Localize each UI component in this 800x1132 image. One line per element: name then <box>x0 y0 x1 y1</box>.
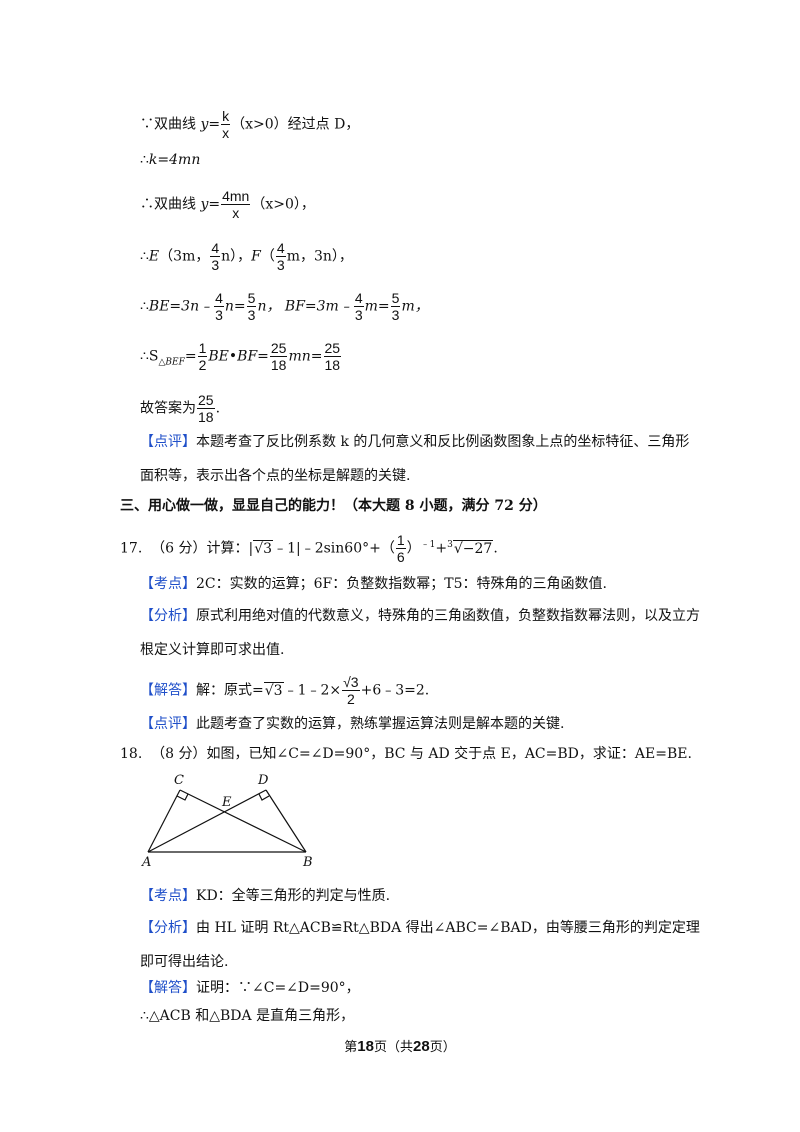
segment-ad <box>147 789 267 853</box>
triangle-figure: A B C D E <box>141 773 313 870</box>
right-angle-c <box>176 793 189 801</box>
review-q17: 【点评】此题考查了实数的运算，熟练掌握运算法则是解本题的关键. <box>140 716 565 732</box>
solution-q18-line2: ∴△ACB 和△BDA 是直角三角形， <box>140 1008 355 1024</box>
line-k-value: ∴k=4mn <box>140 152 201 168</box>
label-e: E <box>221 795 232 810</box>
page-footer: 第18页（共28页） <box>344 1038 456 1055</box>
question-18: 18. （8 分）如图，已知∠C=∠D=90°，BC 与 AD 交于点 E，AC… <box>120 746 692 762</box>
label-d: D <box>257 773 269 788</box>
label-c: C <box>174 773 184 788</box>
page-number: 18 <box>357 1038 374 1055</box>
keypoint-q17: 【考点】2C：实数的运算；6F：负整数指数幂；T5：特殊角的三角函数值. <box>140 576 607 592</box>
analysis-q17: 【分析】原式利用绝对值的代数意义，特殊角的三角函数值，负整数指数幂法则，以及立方 <box>140 608 700 624</box>
label-b: B <box>302 855 313 870</box>
sqrt: √3 <box>253 539 274 557</box>
label-a: A <box>141 855 151 870</box>
analysis-q17-cont: 根定义计算即可求出值. <box>140 642 285 658</box>
sqrt: √3 <box>263 681 284 699</box>
review-tag: 【点评】 <box>140 434 196 450</box>
analysis-q18: 【分析】由 HL 证明 Rt△ACB≌Rt△BDA 得出∠ABC=∠BAD，由等… <box>140 920 700 936</box>
page-total: 28 <box>413 1038 430 1055</box>
section-heading: 三、用心做一做，显显自己的能力！（本大题 8 小题，满分 72 分） <box>120 498 547 514</box>
review-q16-cont: 面积等，表示出各个点的坐标是解题的关键. <box>140 468 411 484</box>
right-angle-d <box>258 793 270 801</box>
segment-ac <box>147 789 181 853</box>
review-q16: 【点评】本题考查了反比例系数 k 的几何意义和反比例函数图象上点的坐标特征、三角… <box>140 434 690 450</box>
analysis-q18-cont: 即可得出结论. <box>140 954 229 970</box>
segment-cb <box>179 789 307 853</box>
cube-root: √−27 <box>452 539 494 557</box>
solution-q18: 【解答】证明：∵∠C=∠D=90°， <box>140 980 360 996</box>
keypoint-q18: 【考点】KD：全等三角形的判定与性质. <box>140 888 391 904</box>
segment-db <box>265 789 307 853</box>
